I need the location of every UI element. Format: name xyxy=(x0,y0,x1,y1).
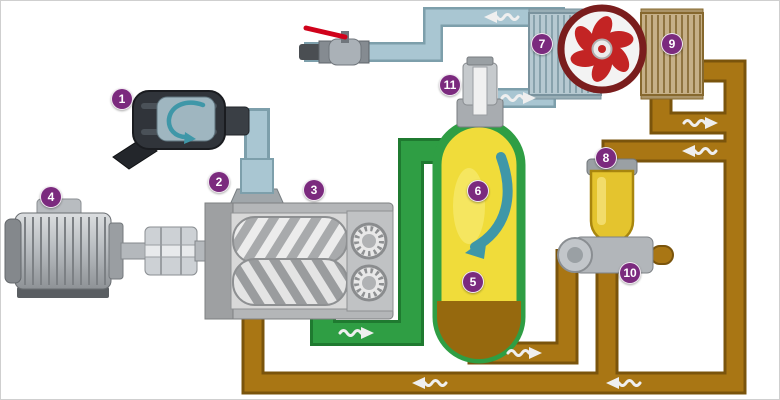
electric-motor xyxy=(4,198,148,298)
oil-cooler xyxy=(640,8,704,100)
badge-8-oil-filter: 8 xyxy=(595,147,617,169)
badge-7-aftercooler: 7 xyxy=(531,33,553,55)
shaft-coupling xyxy=(144,226,212,276)
outlet-ball-valve xyxy=(299,25,370,66)
thermostatic-valve xyxy=(557,236,674,274)
badge-10-thermostatic-valve: 10 xyxy=(619,262,641,284)
badge-9-oil-cooler: 9 xyxy=(661,33,683,55)
bearing xyxy=(350,264,388,302)
intake-air-swirl xyxy=(166,100,206,140)
air-oil-separator-tank xyxy=(432,118,526,364)
badge-2-inlet-valve: 2 xyxy=(208,171,230,193)
badge-4-electric-motor: 4 xyxy=(40,186,62,208)
valve-handle xyxy=(303,25,348,40)
badge-5-separator-tank: 5 xyxy=(462,271,484,293)
bearing xyxy=(350,222,388,260)
inlet-valve xyxy=(240,158,274,194)
air-oil-discharge-pipe xyxy=(310,138,445,346)
cooler-fan xyxy=(557,4,647,94)
badge-1-air-intake-filter: 1 xyxy=(111,88,133,110)
air-intake-filter xyxy=(112,90,250,170)
oil-filter xyxy=(586,158,638,244)
badge-3-airend: 3 xyxy=(303,179,325,201)
outlet-stub xyxy=(299,44,321,60)
badge-11-min-pressure-valve: 11 xyxy=(439,74,461,96)
badge-6-separator-element: 6 xyxy=(467,180,489,202)
female-rotor xyxy=(232,258,348,306)
male-rotor xyxy=(232,216,348,264)
screw-compressor-airend xyxy=(204,188,394,320)
minimum-pressure-valve xyxy=(456,56,504,128)
oil-sump xyxy=(437,301,521,359)
